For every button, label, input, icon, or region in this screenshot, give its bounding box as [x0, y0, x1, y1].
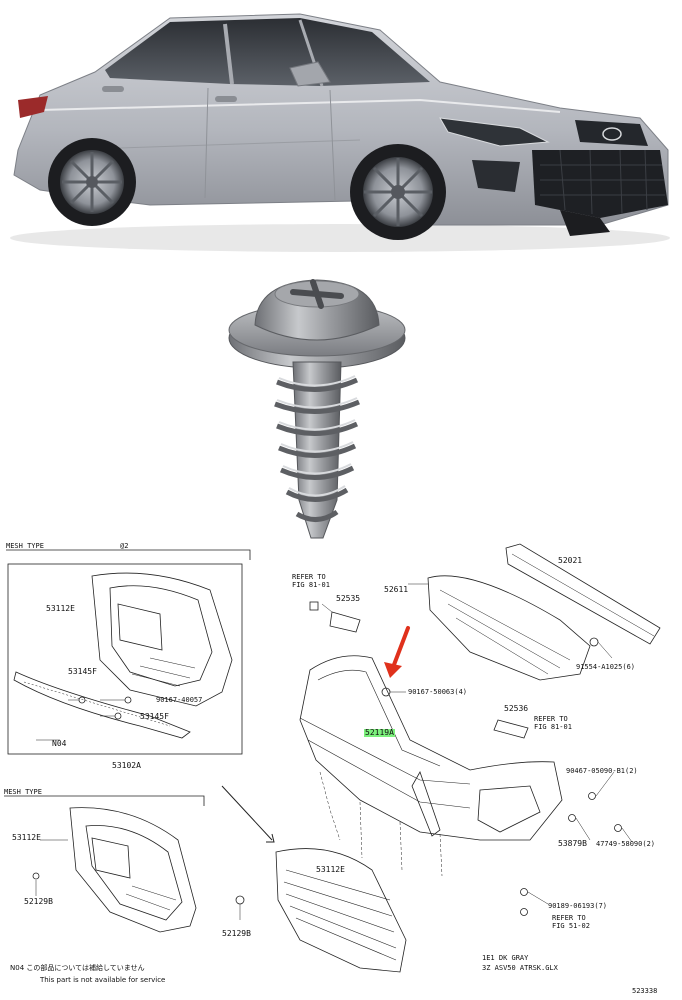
refer-label-2b: FIG 81-01 [534, 723, 572, 731]
part-label-90467: 90467-05090-B1(2) [566, 767, 638, 775]
part-label-90167-50063: 90167-50063(4) [408, 688, 468, 696]
refer-label-2a: REFER TO [534, 715, 568, 723]
model-code-label: 3Z ASV50 ATRSK.GLX [482, 964, 558, 972]
part-label-53102A: 53102A [112, 761, 141, 770]
part-label-52129B-1: 52129B [24, 897, 53, 906]
part-label-52129B-2: 52129B [222, 929, 251, 938]
variant-header: @2 [120, 542, 129, 550]
parts-diagram [4, 543, 661, 973]
refer-label-3a: REFER TO [552, 914, 586, 922]
part-label-52536: 52536 [504, 704, 529, 713]
part-label-90189: 90189-06193(7) [548, 902, 608, 910]
part-label-47749: 47749-58090(2) [596, 840, 656, 848]
refer-label-3b: FIG 51-02 [552, 922, 590, 930]
mesh-type-header: MESH TYPE [6, 542, 44, 550]
part-label-52535: 52535 [336, 594, 361, 603]
service-note-en: This part is not available for service [40, 976, 166, 984]
mesh-type-header-2: MESH TYPE [4, 788, 42, 796]
mesh-frame-1 [7, 563, 243, 755]
part-label-91554: 91554-A1025(6) [576, 663, 636, 671]
part-label-52119A: 52119A [364, 728, 395, 737]
part-label-53112E-2: 53112E [12, 833, 41, 842]
page-code: 523338 [632, 987, 658, 995]
refer-label-1b: FIG 81-01 [292, 581, 330, 589]
part-label-52611: 52611 [384, 585, 409, 594]
part-label-53112E-3: 53112E [316, 865, 345, 874]
screw-photo [228, 279, 406, 539]
refer-label-1a: REFER TO [292, 573, 326, 581]
color-code-label: 1E1 DK GRAY [482, 954, 529, 962]
part-label-53112E-1: 53112E [46, 604, 75, 613]
service-note-jp: N04 この部品については補給していません [10, 964, 145, 972]
part-label-52021: 52021 [558, 556, 583, 565]
part-label-90167-40057: 90167-40057 [156, 696, 203, 704]
car-photo [10, 13, 670, 252]
part-label-53145F-1: 53145F [68, 667, 97, 676]
part-label-N04: N04 [52, 739, 67, 748]
red-arrow-icon [384, 626, 410, 678]
part-label-53879B: 53879B [558, 839, 587, 848]
part-label-53145F-2: 53145F [140, 712, 169, 721]
